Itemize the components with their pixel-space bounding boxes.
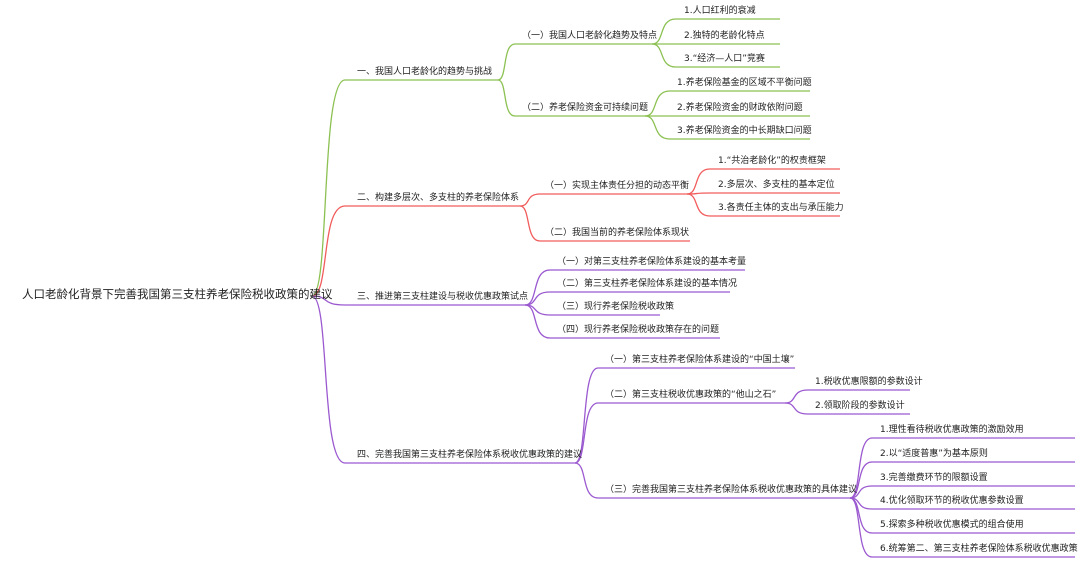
subtopic-connector <box>497 43 516 81</box>
leaf-topic[interactable]: 1.人口红利的衰减 <box>684 6 756 16</box>
subtopic-connector <box>497 79 516 117</box>
leaf-connector <box>849 461 873 499</box>
leaf-topic[interactable]: 3.养老保险资金的中长期缺口问题 <box>677 126 812 136</box>
subtopic-connector <box>574 462 599 499</box>
subtopic[interactable]: （二）养老保险资金可持续问题 <box>522 103 649 113</box>
leaf-connector <box>686 193 711 217</box>
leaf-connector <box>849 497 873 534</box>
leaf-topic[interactable]: 1.理性看待税收优惠政策的激励效用 <box>880 425 1024 435</box>
branch-topic[interactable]: 一、我国人口老龄化的趋势与挑战 <box>357 67 493 77</box>
subtopic-connector <box>524 269 551 306</box>
subtopic[interactable]: （三）现行养老保险税收政策 <box>557 302 675 312</box>
leaf-topic[interactable]: 1.税收优惠限额的参数设计 <box>815 377 923 387</box>
leaf-connector <box>644 115 671 140</box>
branch-connector <box>311 295 346 464</box>
leaf-topic[interactable]: 6.统筹第二、第三支柱养老保险体系税收优惠政策 <box>880 544 1078 554</box>
leaf-topic[interactable]: 1.养老保险基金的区域不平衡问题 <box>677 78 812 88</box>
leaf-topic[interactable]: 3.“经济—人口”竞赛 <box>684 54 765 64</box>
leaf-connector <box>651 43 677 68</box>
subtopic[interactable]: （二）我国当前的养老保险体系现状 <box>545 228 690 238</box>
leaf-topic[interactable]: 1.“共治老龄化”的权责框架 <box>718 156 826 166</box>
leaf-connector <box>644 90 671 117</box>
subtopic[interactable]: （一）对第三支柱养老保险体系建设的基本考量 <box>557 257 747 267</box>
branch-connector <box>311 79 346 297</box>
subtopic[interactable]: （三）完善我国第三支柱养老保险体系税收优惠政策的具体建议 <box>605 485 858 495</box>
subtopic-connector <box>519 205 541 242</box>
leaf-connector <box>686 168 711 195</box>
subtopic[interactable]: （二）第三支柱养老保险体系建设的基本情况 <box>557 279 738 289</box>
branch-connector <box>311 295 346 306</box>
leaf-topic[interactable]: 5.探索多种税收优惠模式的组合使用 <box>880 520 1024 530</box>
subtopic[interactable]: （一）第三支柱养老保险体系建设的“中国土壤” <box>605 355 795 365</box>
leaf-topic[interactable]: 2.领取阶段的参数设计 <box>815 401 905 411</box>
subtopic-connector <box>524 304 551 339</box>
subtopic[interactable]: （一）实现主体责任分担的动态平衡 <box>545 181 690 191</box>
subtopic[interactable]: （一）我国人口老龄化趋势及特点 <box>522 31 658 41</box>
leaf-topic[interactable]: 2.以“适度普惠”为基本原则 <box>880 449 988 459</box>
leaf-topic[interactable]: 2.养老保险资金的财政依附问题 <box>677 103 803 113</box>
leaf-connector <box>849 497 873 558</box>
subtopic[interactable]: （二）第三支柱税收优惠政策的“他山之石” <box>605 390 777 400</box>
branch-topic[interactable]: 三、推进第三支柱建设与税收优惠政策试点 <box>357 292 529 302</box>
leaf-connector <box>784 389 809 404</box>
branch-connector <box>311 205 346 297</box>
branch-topic[interactable]: 四、完善我国第三支柱养老保险体系税收优惠政策的建议 <box>357 450 583 460</box>
subtopic[interactable]: （四）现行养老保险税收政策存在的问题 <box>557 325 720 335</box>
leaf-topic[interactable]: 4.优化领取环节的税收优惠参数设置 <box>880 496 1024 506</box>
leaf-connector <box>651 18 677 45</box>
branch-topic[interactable]: 二、构建多层次、多支柱的养老保险体系 <box>357 193 520 203</box>
leaf-topic[interactable]: 3.完善缴费环节的限额设置 <box>880 473 988 483</box>
leaf-topic[interactable]: 3.各责任主体的支出与承压能力 <box>718 203 844 213</box>
subtopic-connector <box>574 402 599 464</box>
subtopic-connector <box>574 367 599 464</box>
leaf-connector <box>784 402 809 415</box>
root-topic[interactable]: 人口老龄化背景下完善我国第三支柱养老保险税收政策的建议 <box>22 287 333 301</box>
subtopic-connector <box>519 193 541 207</box>
leaf-topic[interactable]: 2.独特的老龄化特点 <box>684 31 765 41</box>
leaf-topic[interactable]: 2.多层次、多支柱的基本定位 <box>718 180 835 190</box>
